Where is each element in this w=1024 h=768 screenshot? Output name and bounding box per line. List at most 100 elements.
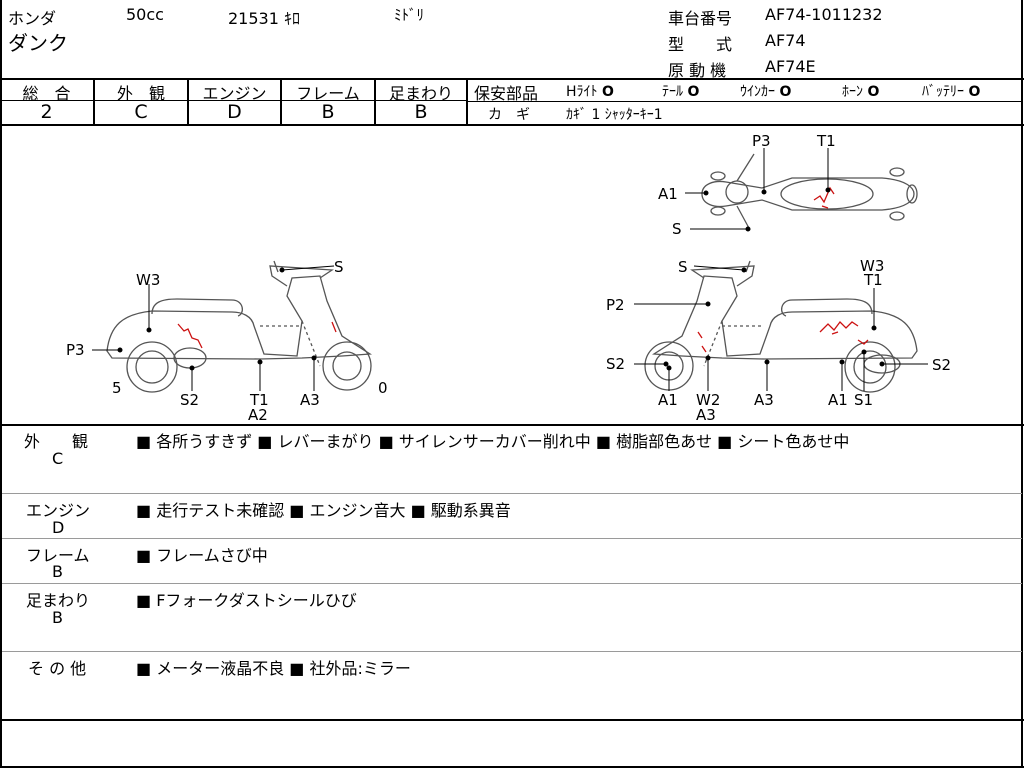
safety-item-winker: ｳｲﾝｶｰ O: [740, 81, 791, 101]
winker-label: ｳｲﾝｶｰ: [740, 84, 775, 100]
sheet-bottom-rule: [0, 766, 1024, 768]
note-other-category: そ の 他: [28, 659, 87, 678]
top-label-a1: A1: [658, 185, 678, 203]
damage-mark-left: [177, 323, 203, 349]
grade-divider-4: [374, 78, 376, 126]
safety-mid-rule: [468, 101, 1022, 102]
safety-item-battery: ﾊﾞｯﾃﾘｰ O: [922, 81, 980, 101]
left-label-a3: A3: [300, 391, 320, 409]
note-engine-category: エンジン: [26, 501, 91, 520]
note-frame-text: ■ フレームさび中: [136, 546, 268, 565]
left-scooter-drawing: [106, 260, 372, 393]
grade-frame-label: フレーム: [296, 84, 360, 103]
damage-mark-right-lower: [857, 339, 869, 345]
note-frame-category: フレーム: [26, 546, 90, 565]
model-code: AF74: [765, 31, 806, 50]
grade-overall-label: 総 合: [22, 84, 71, 103]
note-engine-text: ■ 走行テスト未確認 ■ エンジン音大 ■ 駆動系異音: [136, 501, 511, 520]
winker-mark: O: [779, 84, 792, 100]
right-label-a3: A3: [754, 391, 774, 409]
headlight-label: Hﾗｲﾄ: [566, 84, 598, 100]
top-scooter-drawing: [701, 153, 918, 231]
safety-item-horn: ﾎｰﾝ O: [842, 81, 879, 101]
grade-divider-5: [466, 78, 468, 126]
engine-code: AF74E: [765, 57, 816, 76]
headlight-mark: O: [601, 84, 614, 100]
notes-rule-2: [2, 538, 1022, 539]
note-engine-grade: D: [52, 518, 65, 537]
battery-mark: O: [968, 84, 981, 100]
right-label-w3: W3: [860, 257, 884, 275]
safety-item-headlight: Hﾗｲﾄ O: [566, 81, 614, 101]
notes-bottom-rule: [0, 719, 1024, 721]
safety-title: 保安部品: [474, 84, 539, 103]
grade-engine-value: D: [227, 101, 242, 123]
note-suspension-text: ■ Fフォークダストシールひび: [136, 591, 357, 610]
note-exterior-grade: C: [52, 449, 64, 468]
right-label-a1-right: A1: [828, 391, 848, 409]
note-frame-grade: B: [52, 562, 63, 581]
engine-label: 原 動 機: [668, 61, 727, 80]
left-label-p3: P3: [66, 341, 85, 359]
grade-divider-2: [187, 78, 189, 126]
right-label-s2-right: S2: [932, 356, 951, 374]
frame-left-border: [0, 0, 2, 768]
left-label-t1: T1: [249, 391, 269, 409]
grade-bottom-rule: [0, 124, 1024, 126]
grade-suspension-value: B: [414, 101, 428, 123]
frame-no: AF74-1011232: [765, 5, 883, 24]
notes-rule-1: [2, 493, 1022, 494]
notes-rule-3: [2, 583, 1022, 584]
frame-right-border: [1021, 0, 1023, 768]
note-exterior-category: 外 観: [24, 432, 89, 451]
right-label-s: S: [678, 258, 688, 276]
notes-rule-4: [2, 651, 1022, 652]
grade-suspension-label: 足まわり: [388, 84, 453, 103]
right-label-a1-left: A1: [658, 391, 678, 409]
note-suspension-category: 足まわり: [26, 591, 91, 610]
right-label-w2: W2: [696, 391, 720, 409]
grade-top-rule: [0, 78, 1024, 80]
right-label-t1: T1: [863, 271, 883, 289]
key-value: ｶｷﾞ 1 ｼｬｯﾀｰｷｰ1: [566, 107, 663, 123]
left-label-w3: W3: [136, 271, 160, 289]
top-label-t1: T1: [816, 132, 836, 150]
notes-top-rule: [0, 424, 1024, 426]
grade-divider-3: [280, 78, 282, 126]
displacement: 50cc: [126, 5, 164, 24]
note-suspension-grade: B: [52, 608, 63, 627]
damage-mark-right: [819, 321, 859, 335]
model-name: ダンク: [8, 31, 68, 55]
right-label-p2: P2: [606, 296, 625, 314]
grade-exterior-label: 外 観: [116, 84, 165, 103]
safety-item-tail: ﾃｰﾙ O: [662, 81, 699, 101]
color: ﾐﾄﾞﾘ: [394, 6, 425, 24]
right-label-a3-lower: A3: [696, 406, 716, 424]
battery-label: ﾊﾞｯﾃﾘｰ: [922, 84, 964, 100]
key-label: カ ギ: [488, 107, 530, 123]
left-label-0: 0: [378, 379, 388, 397]
note-other-text: ■ メーター液晶不良 ■ 社外品:ミラー: [136, 659, 411, 678]
grade-mid-rule: [0, 100, 468, 101]
left-label-s: S: [334, 258, 344, 276]
grade-exterior-value: C: [134, 101, 148, 123]
tail-label: ﾃｰﾙ: [662, 84, 683, 100]
left-label-s2: S2: [180, 391, 199, 409]
right-label-s2-left: S2: [606, 355, 625, 373]
horn-label: ﾎｰﾝ: [842, 84, 863, 100]
left-label-5: 5: [112, 379, 122, 397]
maker: ホンダ: [8, 9, 57, 28]
damage-mark-right-front: [697, 331, 707, 353]
damage-mark-top: [813, 186, 835, 209]
right-label-s1: S1: [854, 391, 873, 409]
grade-overall-value: 2: [40, 101, 53, 123]
grade-frame-value: B: [321, 101, 335, 123]
model-label: 型 式: [668, 35, 733, 54]
tail-mark: O: [687, 84, 700, 100]
left-label-a2: A2: [248, 406, 268, 424]
frame-no-label: 車台番号: [668, 9, 733, 28]
mileage: 21531 ｷﾛ: [228, 9, 300, 28]
grade-divider-1: [93, 78, 95, 126]
top-label-p3: P3: [752, 132, 771, 150]
horn-mark: O: [867, 84, 880, 100]
